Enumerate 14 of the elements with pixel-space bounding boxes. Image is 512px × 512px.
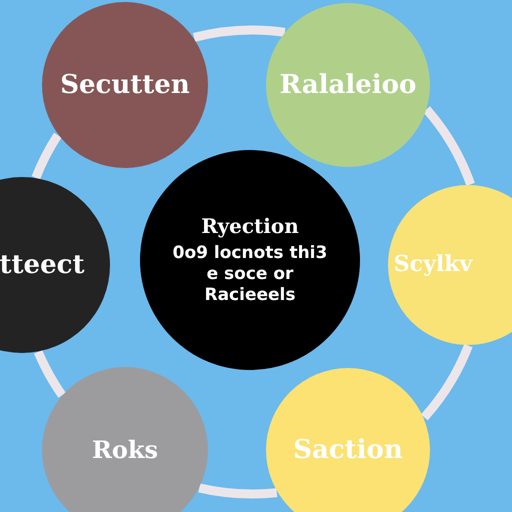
ring-arc-connector bbox=[32, 132, 62, 180]
ring-arc-connector bbox=[34, 350, 66, 398]
node-title: Ryection bbox=[200, 214, 300, 239]
node-title: Scylkv bbox=[392, 251, 474, 279]
ring-arc-connector bbox=[193, 26, 286, 42]
node-title: Roks bbox=[90, 435, 160, 465]
ring-arc-connector bbox=[420, 344, 473, 420]
node-title: tteect bbox=[0, 248, 86, 282]
ring-arc-connector bbox=[198, 484, 278, 498]
ring-arc-connector bbox=[423, 106, 475, 186]
node-title: Secutten bbox=[59, 68, 191, 102]
node-title: Ralaleioo bbox=[278, 68, 418, 102]
node-description: 0o9 locnots thi3 e soce or Racieeels bbox=[172, 242, 328, 306]
node-title: Saction bbox=[292, 434, 404, 466]
